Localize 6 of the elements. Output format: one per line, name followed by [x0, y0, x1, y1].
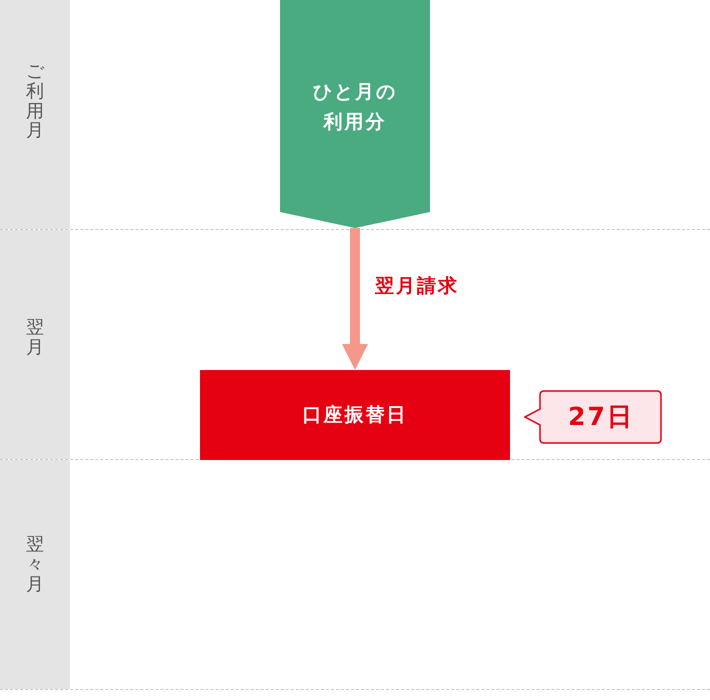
node-text: 27日 — [568, 401, 634, 433]
row-label: 翌々月 — [26, 535, 44, 594]
row-label: 翌月 — [26, 318, 44, 358]
row-label: ご利用月 — [26, 62, 44, 142]
node-text: ひと月の利用分 — [312, 80, 398, 135]
node-text: 口座振替日 — [302, 402, 408, 428]
